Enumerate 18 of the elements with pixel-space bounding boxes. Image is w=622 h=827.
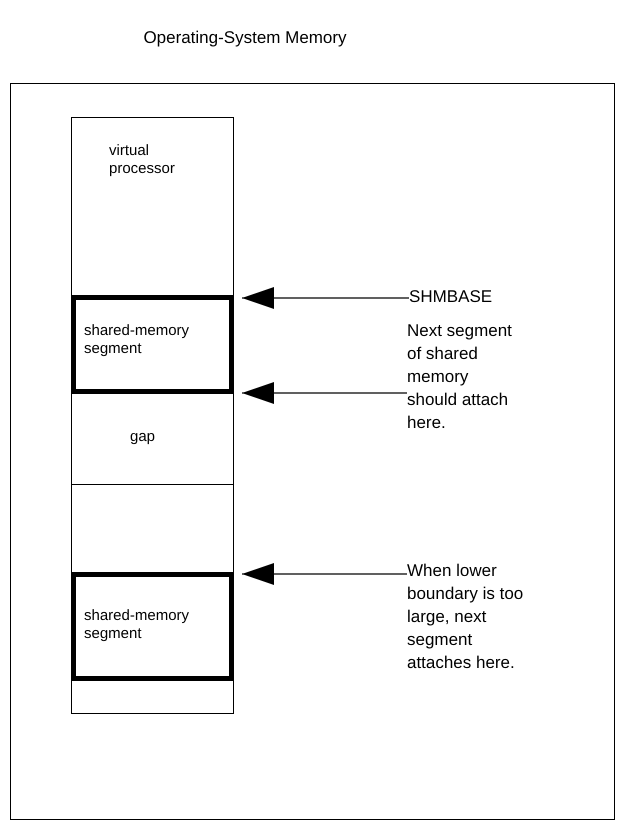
segment-label: shared-memory segment <box>84 322 190 358</box>
segment-label: shared-memory segment <box>84 607 190 643</box>
memory-segment <box>71 117 234 297</box>
segment-label: virtual processor <box>109 142 176 178</box>
memory-segment <box>71 572 234 681</box>
annotation-text: SHMBASE <box>409 286 492 308</box>
memory-segment <box>71 393 234 485</box>
annotation-text: Next segment of shared memory should attach here. <box>407 320 513 434</box>
arrow <box>242 563 407 585</box>
empty-memory-block <box>71 484 234 575</box>
memory-segment <box>71 295 234 394</box>
empty-memory-block <box>71 680 234 714</box>
arrow <box>242 382 407 404</box>
segment-label: gap <box>130 428 156 446</box>
arrow <box>242 287 409 309</box>
diagram-title: Operating-System Memory <box>142 28 348 48</box>
annotation-text: When lower boundary is too large, next segment attaches here. <box>407 560 524 674</box>
memory-frame <box>10 83 615 820</box>
